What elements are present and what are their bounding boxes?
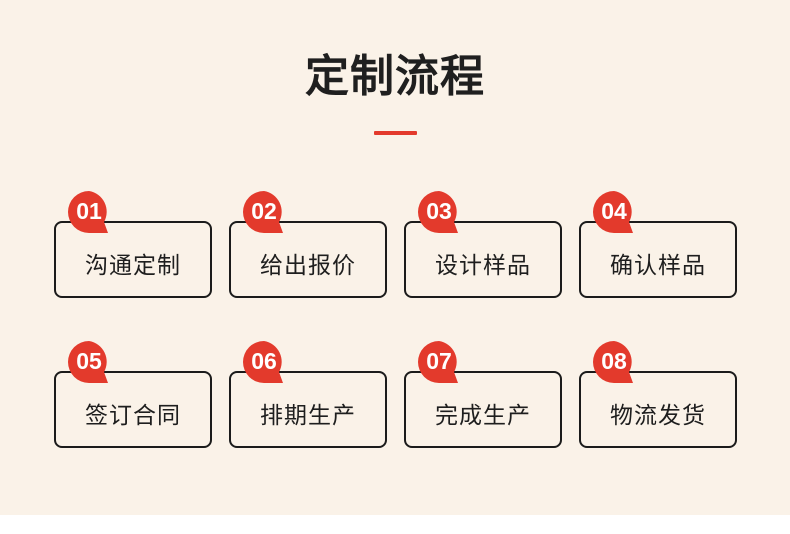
step-number-badge: 02 xyxy=(241,189,287,235)
step-card-07: 完成生产 07 xyxy=(404,341,562,448)
step-number-badge: 01 xyxy=(66,189,112,235)
step-number: 03 xyxy=(426,198,452,224)
badge-pin-icon xyxy=(593,341,633,383)
badge-pin-icon xyxy=(418,341,458,383)
step-number: 02 xyxy=(251,198,277,224)
step-label: 签订合同 xyxy=(85,402,181,429)
step-box: 排期生产 xyxy=(229,371,387,448)
badge-pin-icon xyxy=(418,191,458,233)
step-card-04: 确认样品 04 xyxy=(579,191,737,298)
step-number: 04 xyxy=(601,198,627,224)
step-card-06: 排期生产 06 xyxy=(229,341,387,448)
step-number-badge: 04 xyxy=(591,189,637,235)
title-underline xyxy=(374,131,417,135)
step-box: 给出报价 xyxy=(229,221,387,298)
step-label: 完成生产 xyxy=(435,402,531,429)
step-label: 给出报价 xyxy=(260,252,356,279)
step-number-badge: 07 xyxy=(416,339,462,385)
step-number-badge: 06 xyxy=(241,339,287,385)
step-card-05: 签订合同 05 xyxy=(54,341,212,448)
badge-pin-icon xyxy=(243,191,283,233)
step-number-badge: 05 xyxy=(66,339,112,385)
step-label: 排期生产 xyxy=(260,402,356,429)
step-card-08: 物流发货 08 xyxy=(579,341,737,448)
step-box: 签订合同 xyxy=(54,371,212,448)
page-title: 定制流程 xyxy=(305,51,485,102)
step-box: 确认样品 xyxy=(579,221,737,298)
badge-pin-icon xyxy=(68,191,108,233)
step-label: 沟通定制 xyxy=(85,252,181,279)
step-label: 确认样品 xyxy=(610,252,706,279)
step-number-badge: 03 xyxy=(416,189,462,235)
step-number: 06 xyxy=(251,348,277,374)
step-card-03: 设计样品 03 xyxy=(404,191,562,298)
process-panel: 定制流程 沟通定制 01 给出报价 02 设计样品 xyxy=(0,0,790,515)
step-label: 设计样品 xyxy=(435,252,531,279)
step-box: 物流发货 xyxy=(579,371,737,448)
step-label: 物流发货 xyxy=(610,402,706,429)
step-box: 沟通定制 xyxy=(54,221,212,298)
step-card-02: 给出报价 02 xyxy=(229,191,387,298)
step-box: 完成生产 xyxy=(404,371,562,448)
step-number-badge: 08 xyxy=(591,339,637,385)
badge-pin-icon xyxy=(243,341,283,383)
step-box: 设计样品 xyxy=(404,221,562,298)
step-number: 05 xyxy=(76,348,102,374)
step-number: 07 xyxy=(426,348,452,374)
step-number: 08 xyxy=(601,348,627,374)
badge-pin-icon xyxy=(593,191,633,233)
badge-pin-icon xyxy=(68,341,108,383)
step-card-01: 沟通定制 01 xyxy=(54,191,212,298)
step-number: 01 xyxy=(76,198,102,224)
